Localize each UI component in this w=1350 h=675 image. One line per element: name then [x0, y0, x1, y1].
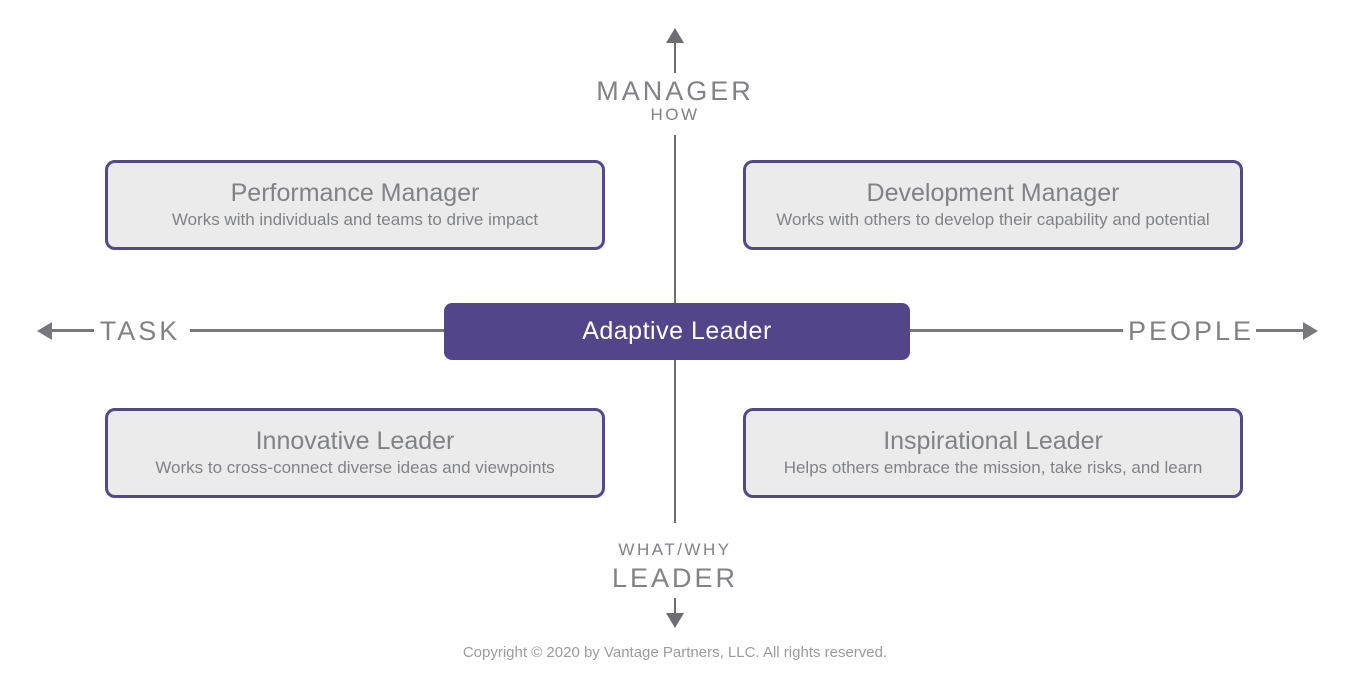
quadrant-description: Works to cross-connect diverse ideas and…	[155, 458, 555, 478]
quadrant-development-manager: Development Manager Works with others to…	[743, 160, 1243, 250]
horizontal-axis-right-segment	[910, 329, 1123, 332]
center-label: Adaptive Leader	[582, 317, 772, 345]
quadrant-inspirational-leader: Inspirational Leader Helps others embrac…	[743, 408, 1243, 498]
copyright-text: Copyright © 2020 by Vantage Partners, LL…	[462, 644, 888, 661]
vertical-axis-upper-segment	[674, 135, 676, 303]
axis-label-task: TASK	[99, 316, 181, 346]
quadrant-title: Inspirational Leader	[883, 426, 1103, 455]
axis-sublabel-how: HOW	[650, 105, 700, 124]
axis-label-people: PEOPLE	[1127, 316, 1255, 346]
arrow-left-icon	[37, 322, 52, 340]
quadrant-title: Development Manager	[866, 178, 1120, 207]
axis-sublabel-whatwhy: WHAT/WHY	[618, 540, 732, 559]
horizontal-axis-left-segment	[190, 329, 444, 332]
quadrant-title: Performance Manager	[230, 178, 480, 207]
horizontal-axis-left-stem	[49, 329, 94, 332]
quadrant-performance-manager: Performance Manager Works with individua…	[105, 160, 605, 250]
quadrant-title: Innovative Leader	[255, 426, 455, 455]
axis-label-leader: LEADER	[611, 563, 739, 593]
quadrant-innovative-leader: Innovative Leader Works to cross-connect…	[105, 408, 605, 498]
vertical-axis-top-stem	[674, 40, 676, 73]
quadrant-description: Helps others embrace the mission, take r…	[783, 458, 1203, 478]
arrow-up-icon	[666, 28, 684, 43]
vertical-axis-lower-segment	[674, 360, 676, 523]
arrow-down-icon	[666, 613, 684, 628]
vertical-axis-bottom-stem	[674, 598, 676, 616]
horizontal-axis-right-stem	[1256, 329, 1306, 332]
quadrant-description: Works with individuals and teams to driv…	[171, 210, 539, 230]
axis-label-manager: MANAGER	[596, 76, 754, 106]
quadrant-description: Works with others to develop their capab…	[776, 210, 1210, 230]
arrow-right-icon	[1303, 322, 1318, 340]
center-adaptive-leader-box: Adaptive Leader	[444, 303, 910, 360]
